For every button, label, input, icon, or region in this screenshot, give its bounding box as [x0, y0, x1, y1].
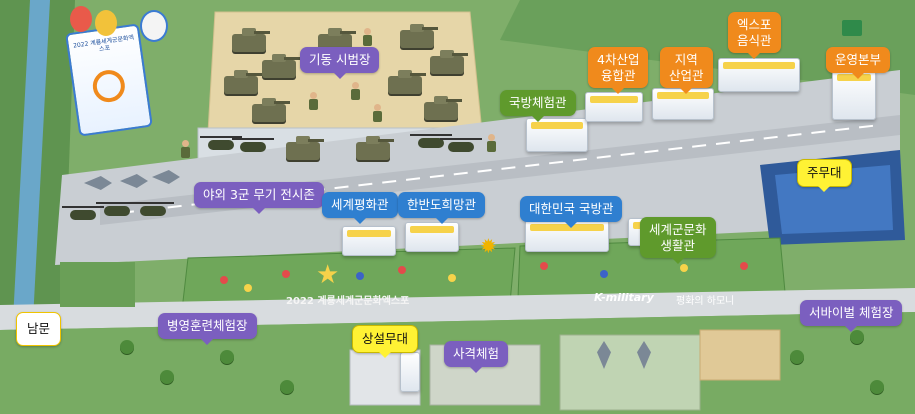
tank-icon — [224, 70, 262, 94]
tree-icon — [220, 350, 234, 364]
tank-icon — [356, 136, 394, 160]
label-korea-defense-hall[interactable]: 대한민국 국방관 — [520, 196, 623, 228]
banner-icon — [90, 68, 127, 105]
tank-icon — [388, 70, 426, 94]
helicopter-icon — [440, 138, 482, 152]
expo-logo-ground-text: 2022 계룡세계군문화엑스포 — [286, 296, 410, 307]
balloon-icon — [95, 10, 117, 36]
tree-icon — [280, 380, 294, 394]
star-icon: ★ — [316, 260, 340, 290]
banner-text: 2022 계룡세계군문화엑스포 — [72, 34, 135, 54]
peace-harmony-ground-text: 평화의 하모니 — [676, 296, 735, 307]
tank-icon — [286, 136, 324, 160]
label-expo-food-hall[interactable]: 엑스포 음식관 — [728, 12, 781, 60]
peninsula-hope-building — [405, 222, 459, 252]
permanent-stage-building — [400, 352, 420, 392]
label-permanent-stage[interactable]: 상설무대 — [352, 325, 419, 358]
soldier-icon — [372, 104, 382, 122]
tank-icon — [262, 54, 300, 78]
expo-banner: 2022 계룡세계군문화엑스포 — [65, 23, 153, 137]
label-main-stage[interactable]: 주무대 — [797, 159, 852, 192]
soldier-icon — [362, 28, 372, 46]
label-world-peace-hall[interactable]: 세계평화관 — [322, 192, 398, 224]
flower-icon — [356, 272, 364, 280]
expo-food-building — [718, 58, 800, 92]
flower-icon — [282, 270, 290, 278]
tree-icon — [790, 350, 804, 364]
helicopter-icon — [410, 134, 452, 148]
defense-experience-building — [526, 118, 588, 152]
tree-icon — [160, 370, 174, 384]
label-outdoor-weapon-exhibition[interactable]: 야외 3군 무기 전시존 — [194, 182, 324, 214]
tank-icon — [424, 96, 462, 120]
label-industry-4th-hall[interactable]: 4차산업 융합관 — [588, 47, 649, 95]
label-south-gate[interactable]: 남문 — [16, 312, 62, 346]
world-peace-building — [342, 226, 396, 256]
tree-icon — [850, 330, 864, 344]
flower-icon — [680, 264, 688, 272]
flower-icon — [740, 262, 748, 270]
tank-icon — [252, 98, 290, 122]
tree-icon — [120, 340, 134, 354]
label-weapon-demo-field[interactable]: 기동 시범장 — [300, 47, 380, 79]
label-basic-training-experience[interactable]: 병영훈련체험장 — [158, 313, 257, 345]
flower-icon — [540, 262, 548, 270]
soldier-icon — [350, 82, 360, 100]
green-sign-icon — [842, 20, 862, 36]
flower-icon — [398, 266, 406, 274]
tank-icon — [430, 50, 468, 74]
label-regional-industry-hall[interactable]: 지역 산업관 — [660, 47, 713, 95]
label-korean-peninsula-hope-hall[interactable]: 한반도희망관 — [398, 192, 486, 224]
balloon-icon — [70, 6, 92, 32]
helicopter-icon — [200, 136, 242, 150]
flower-icon — [244, 284, 252, 292]
flower-icon — [600, 270, 608, 278]
flower-icon — [448, 274, 456, 282]
helicopter-icon — [96, 202, 138, 216]
label-operations-hq[interactable]: 운영본부 — [826, 47, 891, 79]
soldier-icon — [308, 92, 318, 110]
helicopter-icon — [62, 206, 104, 220]
label-world-military-culture-hall[interactable]: 세계군문화 생활관 — [640, 217, 716, 265]
south-lawn — [60, 262, 135, 307]
industry-4th-building — [585, 92, 643, 122]
regional-industry-building — [652, 88, 714, 120]
tank-icon — [232, 28, 270, 52]
label-survival-experience[interactable]: 서바이벌 체험장 — [800, 300, 903, 332]
k-military-ground-text: K-military — [594, 291, 654, 304]
tank-icon — [400, 24, 438, 48]
flower-icon — [220, 276, 228, 284]
tree-icon — [870, 380, 884, 394]
label-shooting-experience[interactable]: 사격체험 — [444, 341, 509, 373]
soldier-icon — [486, 134, 496, 152]
label-defense-experience-hall[interactable]: 국방체험관 — [500, 90, 576, 122]
soldier-icon — [180, 140, 190, 158]
helicopter-icon — [232, 138, 274, 152]
airplane-display-zone — [559, 334, 701, 411]
helicopter-icon — [132, 202, 174, 216]
balloon-icon — [140, 10, 168, 42]
operations-hq-building — [832, 70, 876, 120]
survival-sand-zone — [699, 329, 781, 381]
sun-flower-icon: ✹ — [480, 234, 497, 258]
